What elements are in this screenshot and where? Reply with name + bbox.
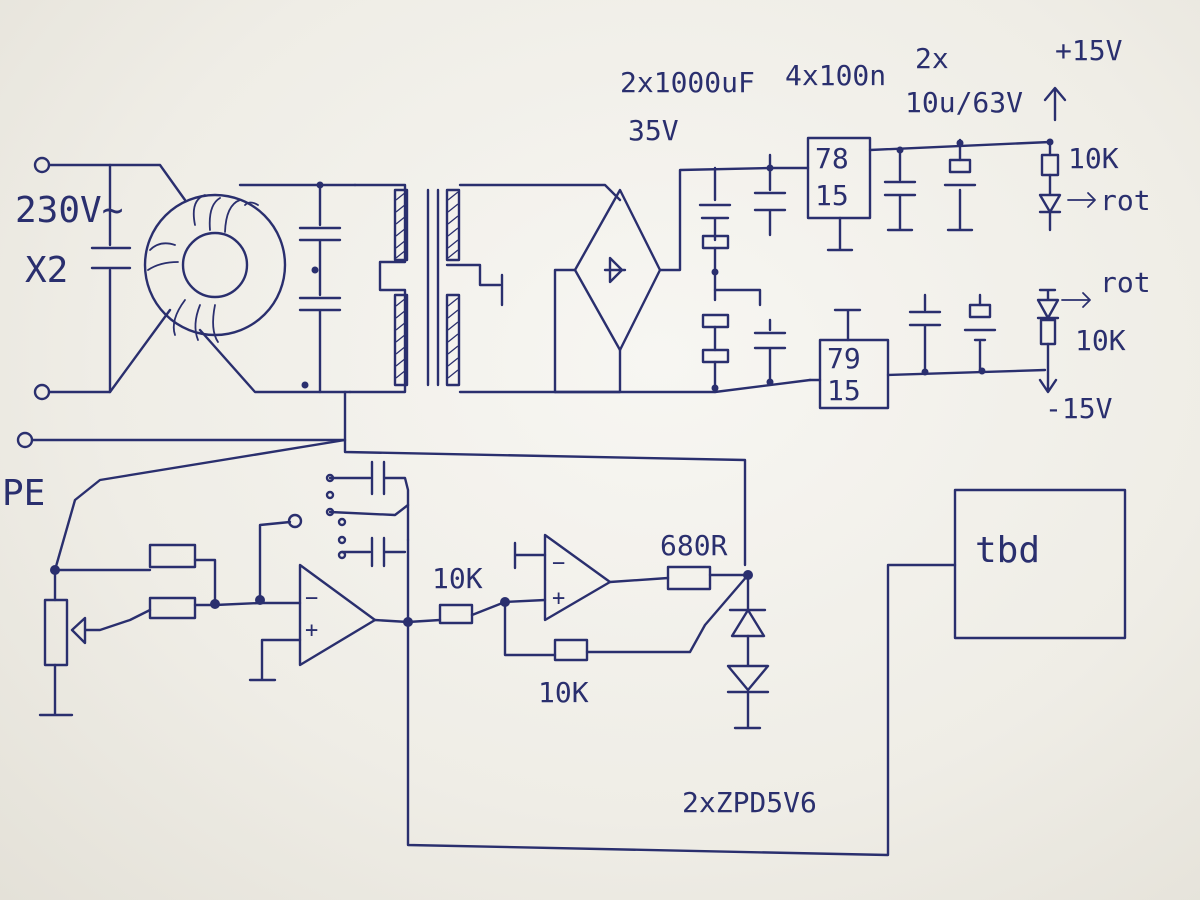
svg-text:15: 15 (827, 374, 861, 407)
led-color-pos-label: rot (1100, 184, 1151, 217)
pe-label: PE (2, 473, 45, 514)
svg-text:79: 79 (827, 342, 861, 375)
led-color-neg-label: rot (1100, 266, 1151, 299)
svg-text:+: + (305, 618, 318, 643)
x2-capacitor (90, 246, 132, 270)
negative-rail-label: -15V (1045, 392, 1113, 425)
output-caps-count-label: 2x (915, 42, 949, 75)
svg-text:78: 78 (815, 142, 849, 175)
positive-rail-label: +15V (1055, 34, 1123, 67)
svg-text:tbd: tbd (975, 530, 1040, 571)
zener-label: 2xZPD5V6 (682, 786, 817, 819)
zener-diodes (726, 573, 770, 730)
bulk-caps-label: 2x1000uF (620, 66, 755, 99)
x2-label: X2 (25, 250, 68, 291)
negative-output (908, 288, 1091, 394)
positive-output (883, 86, 1096, 232)
tbd-block: tbd (953, 488, 1127, 640)
decoupling-caps-label: 4x100n (785, 59, 886, 92)
feedback-switch-network (325, 460, 957, 857)
mains-terminal-l (33, 156, 51, 174)
input-res-label: 10K (432, 562, 483, 595)
op-amp-1: − + (248, 563, 413, 682)
common-mode-choke (143, 193, 287, 343)
regulator-7815: 78 15 (768, 136, 1052, 252)
output-caps-value-label: 10u/63V (905, 86, 1023, 119)
output-res-label: 680R (660, 529, 728, 562)
input-network (38, 438, 347, 717)
primary-capacitors (298, 181, 342, 394)
led-res-neg-label: 10K (1075, 324, 1126, 357)
filter-capacitors (698, 153, 787, 394)
svg-text:−: − (305, 586, 318, 611)
bridge-rectifier (553, 166, 812, 394)
mains-terminal-n (33, 383, 51, 401)
bulk-caps-voltage-label: 35V (628, 114, 679, 147)
transformer (348, 183, 622, 394)
svg-text:−: − (552, 551, 565, 576)
svg-text:+: + (552, 586, 565, 611)
mains-voltage-label: 230V~ (15, 190, 123, 231)
op-amp-2: − + (406, 533, 753, 662)
pe-terminal (16, 431, 34, 449)
feedback-res-label: 10K (538, 676, 589, 709)
svg-text:15: 15 (815, 179, 849, 212)
regulator-7915: 79 15 (808, 308, 1047, 410)
led-res-pos-label: 10K (1068, 142, 1119, 175)
mains-input (16, 156, 357, 449)
